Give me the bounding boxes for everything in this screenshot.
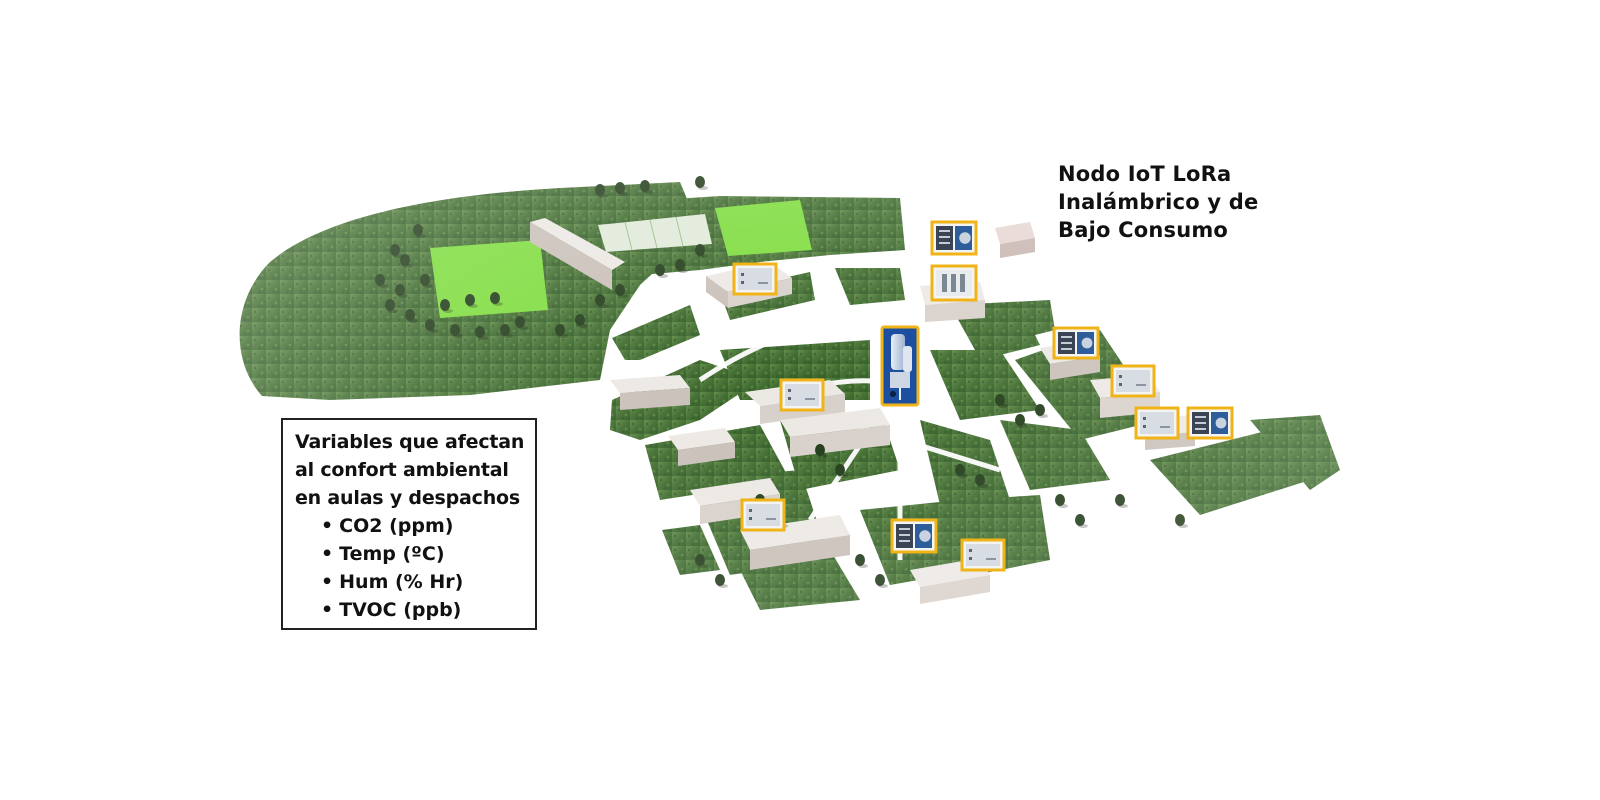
variables-heading-line: en aulas y despachos xyxy=(295,484,525,512)
node-title: Nodo IoT LoRa Inalámbrico y de Bajo Cons… xyxy=(1058,160,1258,244)
sensor-node-icon xyxy=(734,264,776,294)
sensor-node-icon xyxy=(1136,408,1178,438)
bullet-icon: • xyxy=(321,571,333,593)
bullet-icon: • xyxy=(321,543,333,565)
variable-item-co2: •CO2 (ppm) xyxy=(321,512,525,540)
tree-icon xyxy=(875,574,888,588)
tree-icon xyxy=(695,176,708,190)
node-title-line: Inalámbrico y de xyxy=(1058,188,1258,216)
node-title-line: Bajo Consumo xyxy=(1058,216,1258,244)
building-m xyxy=(995,222,1035,258)
variable-item-tvoc: •TVOC (ppb) xyxy=(321,596,525,624)
tree-icon xyxy=(1075,514,1088,528)
sensor-node-icon xyxy=(1054,328,1098,358)
sensor-node-icon xyxy=(781,380,823,410)
lora-gateway-icon xyxy=(882,327,918,405)
sensor-node-icon xyxy=(932,266,976,300)
node-title-line: Nodo IoT LoRa xyxy=(1058,160,1258,188)
variable-item-hum: •Hum (% Hr) xyxy=(321,568,525,596)
bullet-icon: • xyxy=(321,599,333,621)
tree-icon xyxy=(715,574,728,588)
sensor-node-icon xyxy=(892,520,936,552)
variables-legend-box: Variables que afectan al confort ambient… xyxy=(281,418,537,630)
tree-icon xyxy=(1115,494,1128,508)
sensor-node-icon xyxy=(962,540,1004,570)
sensor-node-icon xyxy=(932,222,976,254)
tree-icon xyxy=(1055,494,1068,508)
variable-item-temp: •Temp (ºC) xyxy=(321,540,525,568)
sensor-node-icon xyxy=(1188,408,1232,438)
tree-icon xyxy=(855,554,868,568)
variables-list: •CO2 (ppm) •Temp (ºC) •Hum (% Hr) •TVOC … xyxy=(295,512,525,624)
variables-heading-line: al confort ambiental xyxy=(295,456,525,484)
sensor-node-icon xyxy=(742,500,784,530)
sports-field-north xyxy=(715,200,812,256)
tree-icon xyxy=(1035,404,1048,418)
variables-heading-line: Variables que afectan xyxy=(295,428,525,456)
bullet-icon: • xyxy=(321,515,333,537)
tree-icon xyxy=(1175,514,1188,528)
building-c xyxy=(610,375,690,410)
sensor-node-icon xyxy=(1112,366,1154,396)
